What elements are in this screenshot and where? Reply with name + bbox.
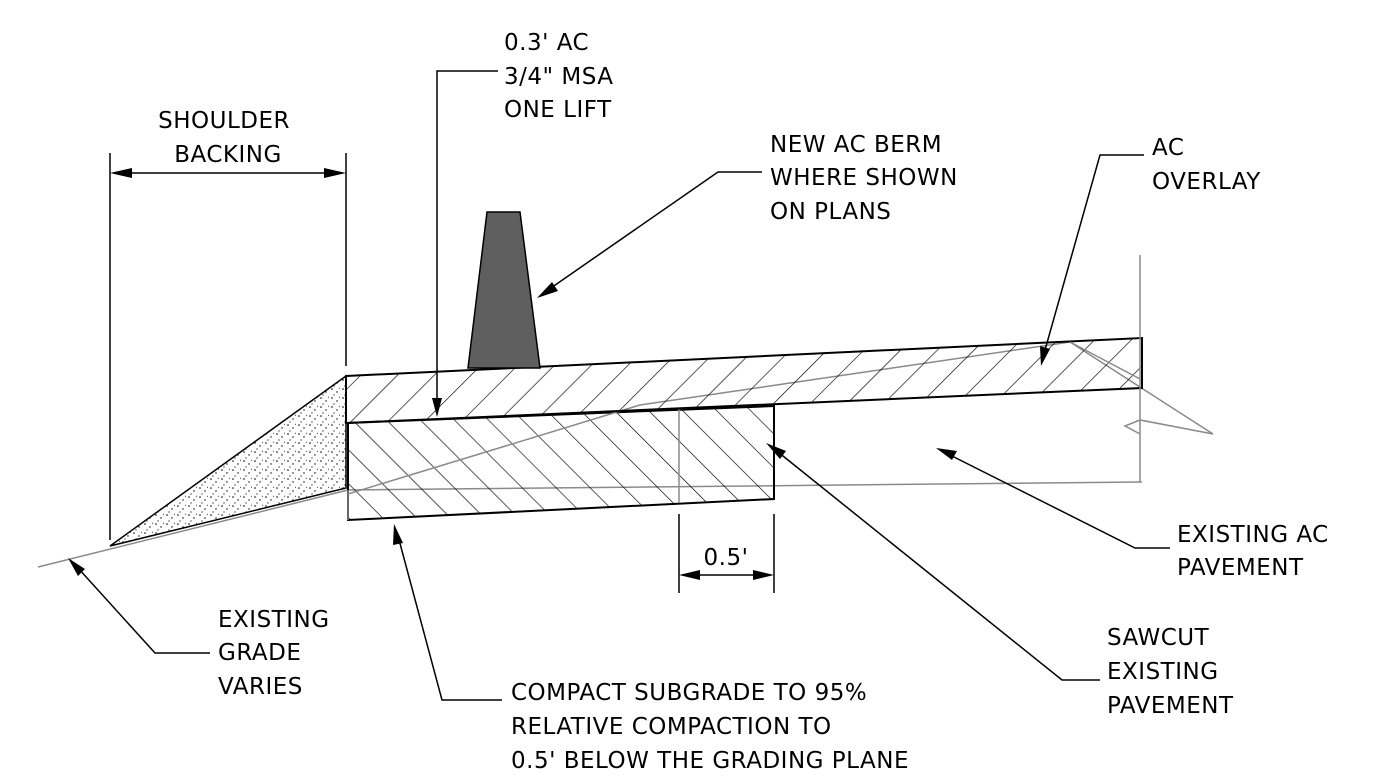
compact-subgrade-label: COMPACT SUBGRADE TO 95% RELATIVE COMPACT…: [511, 680, 909, 774]
ac-overlay-layer: [345, 336, 1143, 425]
ac-berm: [467, 211, 541, 369]
half-foot-dimension: [678, 514, 775, 593]
leader-sawcut: [766, 443, 1100, 681]
leader-existing-pavement: [936, 448, 1170, 549]
existing-ac-pavement-label: EXISTING AC PAVEMENT: [1177, 522, 1337, 581]
sawcut-label: SAWCUT EXISTING PAVEMENT: [1107, 625, 1234, 719]
shoulder-backing-dimension: [109, 153, 347, 540]
break-line: [1123, 255, 1141, 482]
leader-existing-grade: [68, 558, 210, 654]
shoulder-backing-fill: [109, 374, 347, 547]
ac-overlay-label: AC OVERLAY: [1152, 135, 1261, 195]
subgrade-block: [347, 404, 775, 522]
existing-grade-label: EXISTING GRADE VARIES: [218, 607, 337, 700]
leader-ac-overlay: [1040, 154, 1144, 366]
leader-ac-spec: [432, 70, 498, 417]
ac-spec-label: 0.3' AC 3/4" MSA ONE LIFT: [504, 30, 621, 123]
shoulder-backing-label: SHOULDER BACKING: [158, 108, 298, 168]
leader-new-berm: [537, 171, 762, 298]
leader-compact-subgrade: [393, 524, 502, 701]
new-berm-label: NEW AC BERM WHERE SHOWN ON PLANS: [770, 132, 966, 225]
half-foot-dimension-label: 0.5': [704, 545, 749, 571]
